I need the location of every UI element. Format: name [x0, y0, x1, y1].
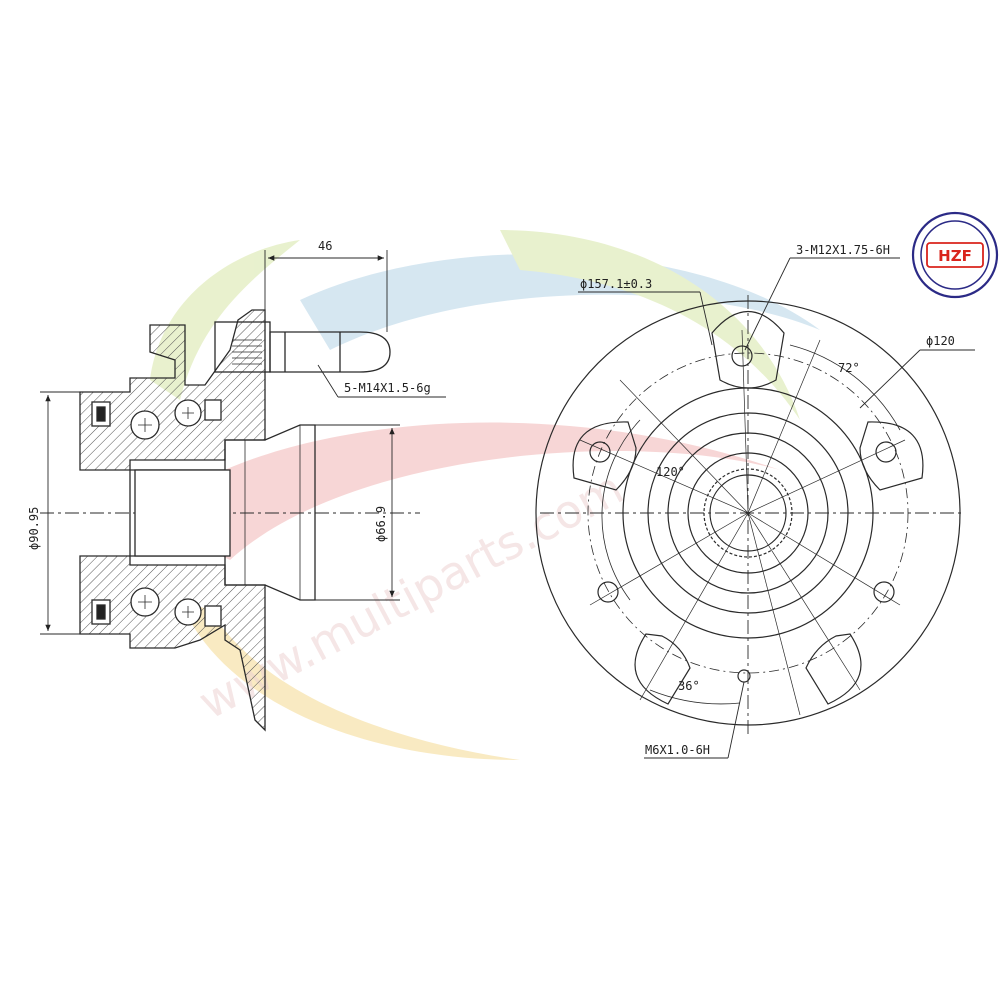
- stud-lobe: [859, 421, 924, 491]
- stud-hole: [731, 345, 753, 367]
- bearing-upper: [91, 399, 222, 440]
- logo-ring-inner: [920, 220, 990, 290]
- construction-lines: [579, 329, 906, 716]
- bearing-lower: [91, 587, 222, 627]
- label-angle-120: 120°: [656, 465, 685, 479]
- dim-46: [264, 250, 388, 332]
- leader-stud-thread: [317, 364, 446, 398]
- dim-bore: [315, 424, 400, 601]
- stud-lobe: [634, 633, 691, 705]
- leader-flange-diameter: [578, 291, 713, 346]
- logo-badge: [926, 242, 984, 268]
- side-section-view: [40, 250, 446, 732]
- hzf-logo: HZF: [911, 211, 999, 299]
- hub-ring-2: [647, 412, 849, 614]
- label-tapped-holes: 3-M12X1.75-6H: [796, 243, 890, 257]
- logo-text: HZF: [938, 247, 972, 265]
- watermark-swoosh-red: [150, 422, 780, 560]
- wheel-stud: [214, 321, 391, 373]
- label-pcd: ϕ120: [926, 334, 955, 348]
- label-stud-thread: 5-M14X1.5-6g: [344, 381, 431, 395]
- outer-ring-lower: [79, 555, 266, 732]
- label-small-thread: M6X1.0-6H: [645, 743, 710, 757]
- front-view: [535, 257, 975, 759]
- spline-outer: [703, 468, 793, 558]
- hub-ring-3: [667, 432, 829, 594]
- hub-ring-4: [687, 452, 809, 574]
- logo-ring-outer: [911, 211, 999, 299]
- pcd-circle: [587, 352, 909, 674]
- angle-arc-36: [649, 689, 741, 705]
- leader-small-thread: [644, 681, 745, 759]
- dim-outer-diameter: [40, 391, 80, 635]
- label-bore-diameter: ϕ66.9: [374, 506, 388, 542]
- label-angle-36: 36°: [678, 679, 700, 693]
- outer-ring-upper: [79, 309, 266, 471]
- label-flange-diameter: ϕ157.1±0.3: [580, 277, 652, 291]
- flange-outer-circle: [535, 300, 961, 726]
- label-angle-72: 72°: [838, 361, 860, 375]
- stud-lobe: [805, 633, 862, 705]
- stud-hole: [597, 581, 619, 603]
- angle-arc-120: [601, 419, 641, 601]
- watermark-swoosh-green-2: [150, 240, 300, 400]
- stud-hole: [589, 441, 611, 463]
- stud-lobe: [572, 421, 637, 491]
- label-bolt-projection: 46: [318, 239, 332, 253]
- watermark-swoosh-blue: [300, 254, 820, 350]
- hub-bore: [134, 469, 231, 557]
- angle-arc-72: [789, 344, 901, 431]
- stud-hole: [875, 441, 897, 463]
- leader-tapped-holes: [744, 257, 900, 351]
- spline-inner: [709, 474, 787, 552]
- label-outer-diameter: ϕ90.95: [27, 507, 41, 550]
- leader-pcd: [859, 349, 975, 409]
- stud-lobe: [711, 310, 785, 389]
- stud-hole: [873, 581, 895, 603]
- watermark-swoosh-green: [500, 230, 800, 420]
